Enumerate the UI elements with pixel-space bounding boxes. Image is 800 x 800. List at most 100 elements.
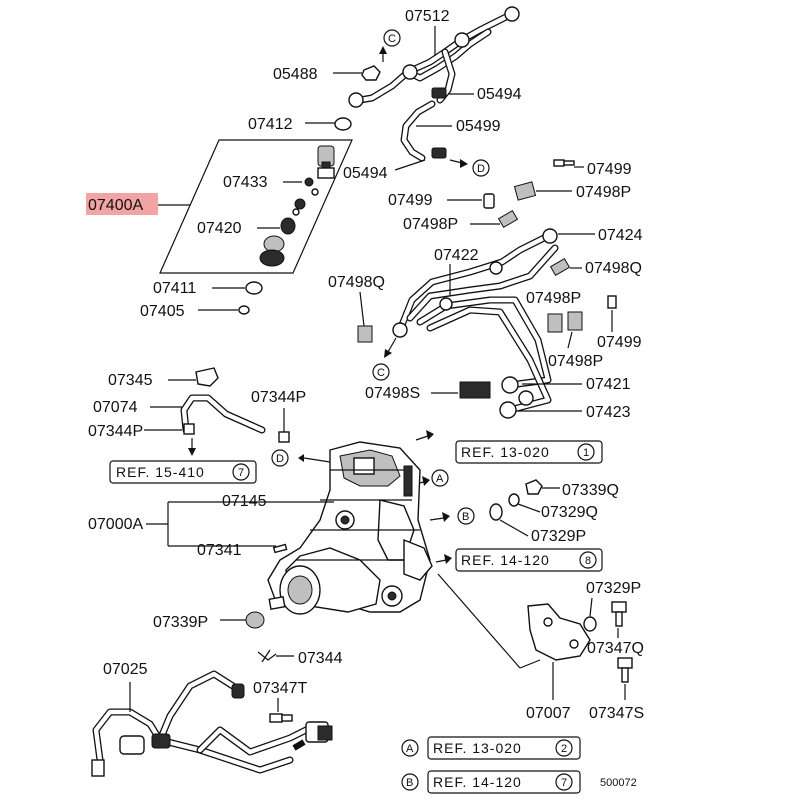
connector-c-bottom: C xyxy=(372,337,397,381)
injection-pipe-set-07424[interactable] xyxy=(392,228,559,419)
nut-05488[interactable] xyxy=(361,65,381,81)
connector-d-right: D xyxy=(449,159,490,177)
bolt-07347T[interactable] xyxy=(269,713,293,723)
svg-text:C: C xyxy=(377,367,385,379)
label-07347S: 07347S xyxy=(589,705,644,722)
bolt-07347Q[interactable] xyxy=(611,601,627,627)
clamp-05494-bottom[interactable] xyxy=(431,147,447,159)
injector-kit-frame xyxy=(159,139,353,274)
washer-07405[interactable] xyxy=(238,305,250,315)
ref-box-14-120-8[interactable]: REF. 14-120 8 xyxy=(435,548,603,572)
label-07025: 07025 xyxy=(103,661,148,678)
clip-07498Q-right[interactable] xyxy=(549,257,571,277)
label-07145: 07145 xyxy=(222,493,267,510)
label-07344P-right: 07344P xyxy=(251,389,306,406)
clip-07344P-right[interactable] xyxy=(278,431,290,443)
label-07512: 07512 xyxy=(405,8,450,25)
svg-text:B: B xyxy=(462,511,469,523)
label-07499-low: 07499 xyxy=(597,334,642,351)
label-07347Q: 07347Q xyxy=(587,640,644,657)
bracket-07007[interactable] xyxy=(527,603,591,661)
label-07420: 07420 xyxy=(197,220,242,237)
label-07329P-b: 07329P xyxy=(586,580,641,597)
svg-text:B: B xyxy=(406,777,413,789)
svg-text:1: 1 xyxy=(583,447,589,459)
svg-text:REF. 13-020: REF. 13-020 xyxy=(461,444,550,460)
label-07498P-a: 07498P xyxy=(576,184,631,201)
svg-text:A: A xyxy=(436,473,444,485)
label-07000A: 07000A xyxy=(88,516,143,533)
wiring-harness-07025[interactable] xyxy=(91,670,333,777)
clip-07344[interactable] xyxy=(257,649,277,663)
clip-07498Q-left[interactable] xyxy=(357,325,373,343)
connector-d-left: D xyxy=(271,449,331,467)
svg-text:REF. 14-120: REF. 14-120 xyxy=(433,774,522,790)
label-07344: 07344 xyxy=(298,650,343,667)
clamp-05494-top[interactable] xyxy=(431,87,447,99)
label-07498Q-left: 07498Q xyxy=(328,274,385,291)
label-05488: 05488 xyxy=(273,66,318,83)
label-07344P-left: 07344P xyxy=(88,423,143,440)
bolt-07347S[interactable] xyxy=(617,657,633,683)
ref-legend-a[interactable]: A REF. 13-020 2 xyxy=(401,736,581,760)
label-07498S: 07498S xyxy=(365,385,420,402)
ref-legend-b[interactable]: B REF. 14-120 7 xyxy=(401,770,581,794)
injector-nozzle-parts[interactable] xyxy=(259,145,335,267)
label-07423: 07423 xyxy=(586,404,631,421)
washer-07329Q[interactable] xyxy=(508,493,520,507)
label-07422: 07422 xyxy=(434,247,479,264)
label-07341: 07341 xyxy=(197,542,242,559)
gasket-07411[interactable] xyxy=(245,281,263,295)
clamp-07498S[interactable] xyxy=(459,381,491,399)
ref-box-15-410[interactable]: REF. 15-410 7 xyxy=(109,460,257,484)
nut-07339Q[interactable] xyxy=(525,479,543,495)
label-07498P-c: 07498P xyxy=(526,290,581,307)
washer-07329P-b[interactable] xyxy=(583,616,597,632)
svg-text:7: 7 xyxy=(238,467,244,479)
screw-07341[interactable] xyxy=(272,543,288,554)
label-07499-mid: 07499 xyxy=(388,192,433,209)
label-07411: 07411 xyxy=(153,280,196,297)
svg-text:REF. 13-020: REF. 13-020 xyxy=(433,740,522,756)
ref-box-13-020-1[interactable]: REF. 13-020 1 xyxy=(415,430,603,464)
svg-text:REF. 14-120: REF. 14-120 xyxy=(461,552,550,568)
highlight-07400A xyxy=(86,193,158,215)
bracket-07345[interactable] xyxy=(195,367,219,387)
washer-07412[interactable] xyxy=(334,117,352,131)
bolt-07499-low[interactable] xyxy=(607,295,617,309)
connector-c-top: C xyxy=(379,29,401,62)
svg-text:C: C xyxy=(388,33,396,45)
label-07347T: 07347T xyxy=(253,680,307,697)
clamp-07498P-b[interactable] xyxy=(497,209,519,229)
bolt-07499-top[interactable] xyxy=(553,159,575,167)
clamp-07498P-a[interactable] xyxy=(513,181,537,201)
label-07007: 07007 xyxy=(526,705,571,722)
label-07400A[interactable]: 07400A xyxy=(88,197,143,214)
label-07498Q-right: 07498Q xyxy=(585,260,642,277)
svg-text:REF. 15-410: REF. 15-410 xyxy=(116,464,205,480)
label-07421: 07421 xyxy=(586,376,631,393)
label-07424: 07424 xyxy=(598,227,643,244)
label-07498P-d: 07498P xyxy=(548,353,603,370)
svg-text:2: 2 xyxy=(561,743,567,755)
washer-07329P-a[interactable] xyxy=(489,503,503,521)
clip-07344P-left[interactable] xyxy=(183,423,195,435)
label-07433: 07433 xyxy=(223,174,268,191)
svg-text:D: D xyxy=(477,163,485,175)
injection-pump-07000A[interactable] xyxy=(267,441,433,615)
label-07074: 07074 xyxy=(93,399,138,416)
clamp-07498P-c[interactable] xyxy=(547,313,563,333)
label-07339P: 07339P xyxy=(153,614,208,631)
nut-07339P[interactable] xyxy=(245,611,265,629)
label-05494-bottom: 05494 xyxy=(343,165,388,182)
label-07412: 07412 xyxy=(248,116,293,133)
clamp-07498P-d[interactable] xyxy=(567,311,583,331)
svg-text:D: D xyxy=(276,453,284,465)
injection-pipe-set-07512[interactable] xyxy=(348,6,520,108)
label-07345: 07345 xyxy=(108,372,153,389)
label-07329P-a: 07329P xyxy=(531,528,586,545)
label-07329Q: 07329Q xyxy=(541,504,598,521)
svg-text:8: 8 xyxy=(585,555,591,567)
bolt-07499-mid[interactable] xyxy=(483,193,495,209)
